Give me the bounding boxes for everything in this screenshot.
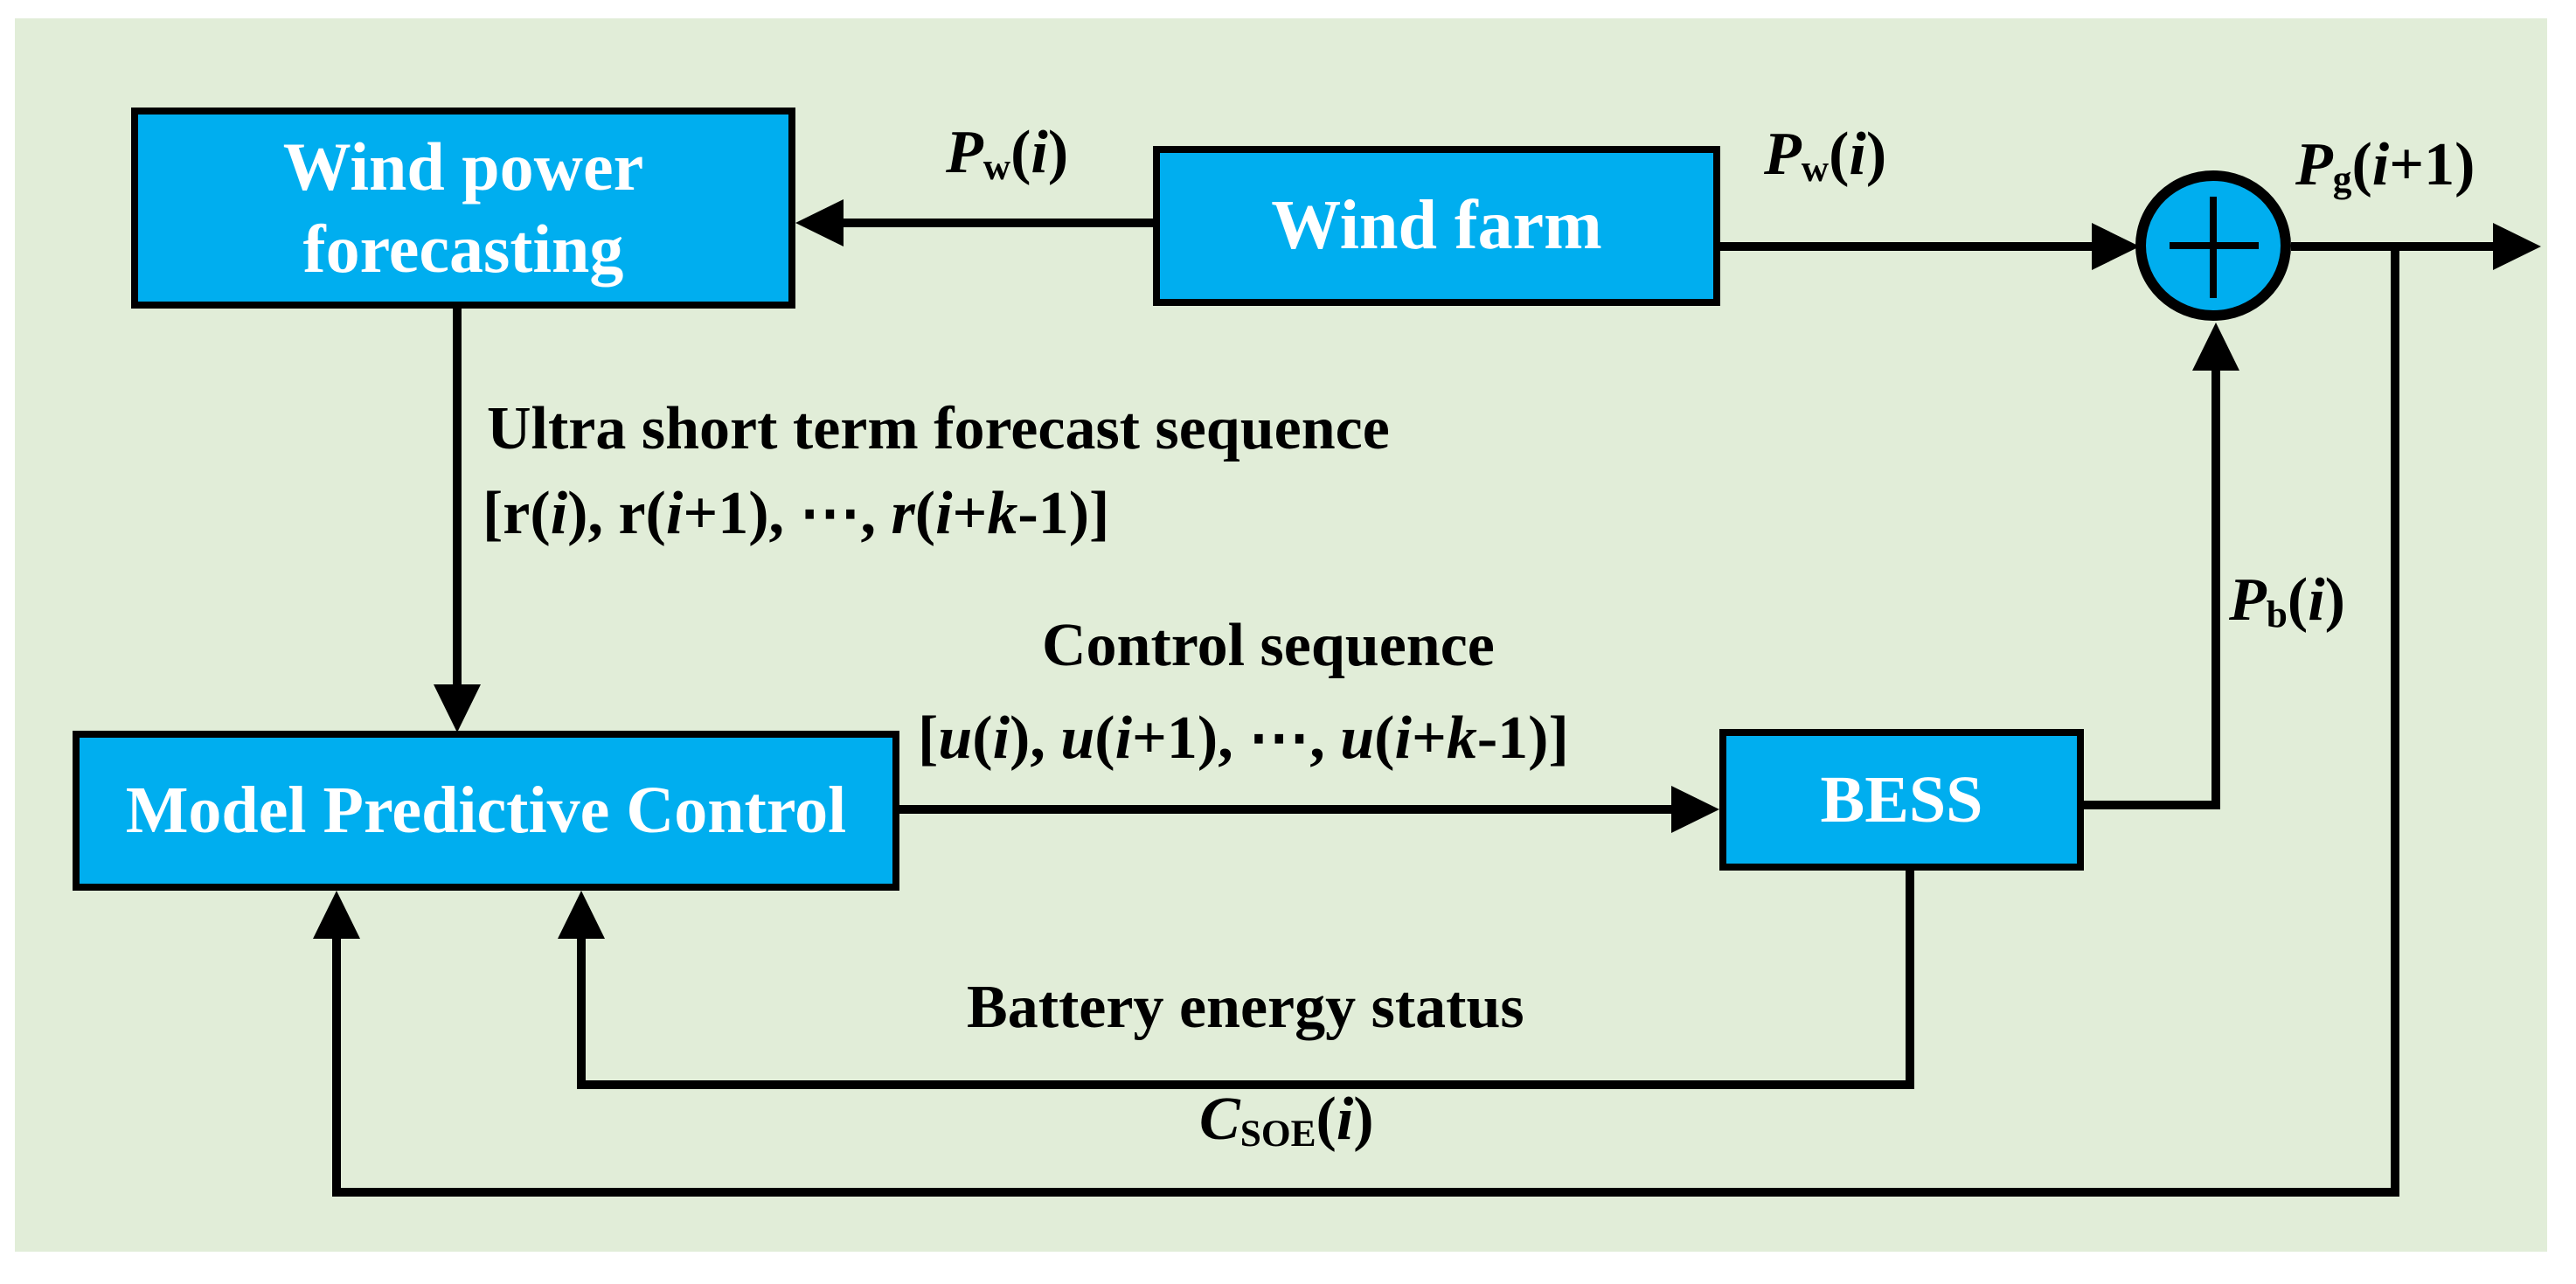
plus-icon-vertical-bar: [2210, 197, 2217, 298]
label-pg-output: Pg(i+1): [2295, 131, 2475, 200]
arrowhead-into-bess-icon: [1671, 786, 1719, 833]
label-control-sequence-terms: [u(i), u(i+1), ⋯, u(i+k-1)]: [918, 704, 1569, 772]
connector-forecasting-to-mpc: [453, 309, 462, 684]
block-bess-label: BESS: [1820, 762, 1983, 836]
block-wind-power-forecasting-label-line1: Wind power: [282, 128, 644, 205]
label-forecast-sequence-terms: [r(i), r(i+1), ⋯, r(i+k-1)]: [483, 480, 1110, 547]
connector-bess-to-summer-horizontal: [2084, 801, 2220, 809]
label-pb: Pb(i): [2229, 566, 2345, 635]
label-pw-right: Pw(i): [1764, 121, 1887, 190]
summing-junction: [2135, 170, 2291, 321]
connector-csoe-feedback-horizontal: [577, 1080, 1914, 1089]
block-model-predictive-control: Model Predictive Control: [73, 731, 899, 891]
label-csoe: CSOE(i): [1199, 1086, 1374, 1155]
label-control-sequence-title: Control sequence: [1042, 612, 1495, 679]
arrowhead-csoe-feedback-into-mpc-icon: [558, 891, 605, 939]
arrowhead-output-icon: [2493, 223, 2541, 270]
label-pw-left: Pw(i): [946, 119, 1069, 188]
label-forecast-sequence-title: Ultra short term forecast sequence: [487, 395, 1390, 462]
connector-mpc-to-bess: [899, 805, 1673, 814]
arrowhead-pg-feedback-into-mpc-icon: [313, 891, 360, 939]
block-bess: BESS: [1719, 729, 2084, 871]
connector-windfarm-to-summer: [1720, 242, 2092, 251]
block-wind-farm: Wind farm: [1153, 146, 1720, 306]
block-wind-power-forecasting: Wind power forecasting: [131, 108, 795, 309]
arrowhead-into-forecasting-icon: [795, 199, 844, 246]
label-battery-energy-status: Battery energy status: [967, 974, 1524, 1041]
block-model-predictive-control-label: Model Predictive Control: [125, 774, 847, 847]
connector-csoe-feedback-drop: [1906, 871, 1914, 1089]
connector-windfarm-to-forecasting: [844, 219, 1153, 227]
connector-csoe-feedback-riser: [577, 939, 586, 1089]
connector-bess-to-summer-vertical: [2211, 371, 2220, 809]
connector-pg-feedback-horizontal: [332, 1188, 2399, 1197]
arrowhead-into-summer-left-icon: [2092, 223, 2140, 270]
arrowhead-into-summer-bottom-icon: [2192, 323, 2239, 371]
block-wind-farm-label: Wind farm: [1271, 187, 1602, 264]
connector-pg-feedback-riser: [332, 939, 341, 1197]
block-wind-power-forecasting-label-line2: forecasting: [302, 211, 624, 287]
arrowhead-into-mpc-top-icon: [434, 684, 481, 732]
connector-pg-feedback-vertical: [2391, 246, 2399, 1197]
